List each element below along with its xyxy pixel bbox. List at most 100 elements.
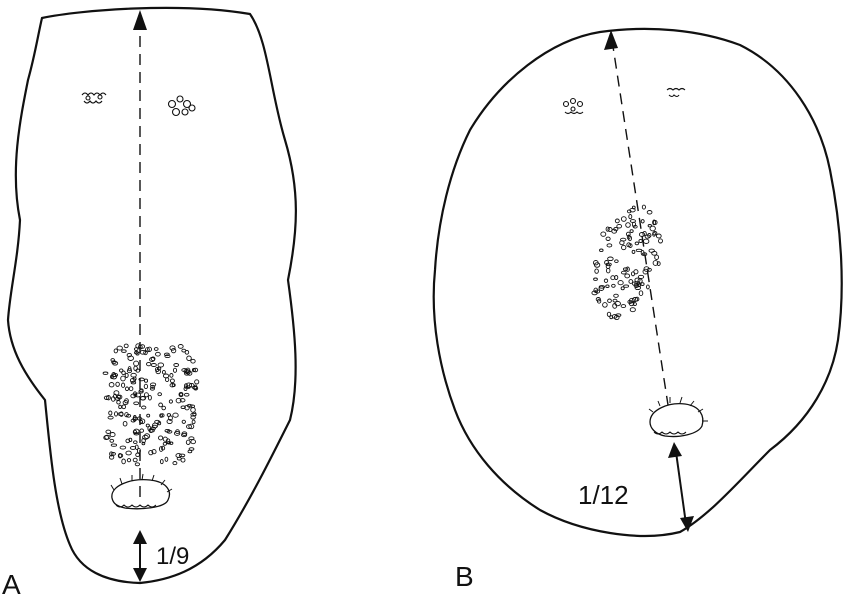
stipple-dot (165, 457, 168, 461)
stipple-dot (127, 459, 130, 462)
stipple-dot (603, 303, 608, 308)
ratio-label-b: 1/12 (578, 480, 629, 510)
stipple-dot (163, 374, 168, 378)
stipple-dot (170, 379, 174, 383)
stipple-dot (123, 421, 127, 426)
stipple-dot (133, 458, 137, 462)
stipple-dot (116, 382, 120, 386)
stipple-dot (647, 211, 652, 215)
stipple-dot (612, 284, 616, 287)
stipple-dot (621, 287, 624, 290)
stipple-dot (173, 413, 178, 417)
cluster-left-b (564, 99, 584, 114)
stipple-dot (124, 344, 128, 348)
stipple-dot (604, 279, 607, 282)
stipple-dot (649, 249, 654, 252)
stipple-dot (162, 370, 165, 374)
stipple-dot (639, 239, 642, 242)
stipple-dot (125, 373, 128, 377)
stipple-dot (644, 239, 649, 243)
stipple-dot (130, 446, 135, 449)
stipple-dot (606, 268, 610, 273)
stipple-dot (151, 364, 156, 367)
stipple-dot (608, 299, 612, 302)
stipple-dot (122, 459, 126, 464)
panel-label-b: B (455, 561, 474, 592)
oral-sucker-a (111, 474, 172, 509)
stipple-dot (632, 250, 635, 253)
stipple-dot (191, 408, 196, 413)
stipple-dot (615, 260, 619, 263)
stipple-dot (630, 230, 633, 233)
stipple-dot (148, 395, 151, 400)
stipple-dot (173, 462, 177, 465)
stipple-dot (606, 285, 609, 288)
stipple-dot (136, 453, 140, 457)
stipple-dot (656, 234, 661, 238)
stipple-dot (126, 451, 131, 455)
stipple-dot (143, 435, 149, 439)
stipple-dot (165, 378, 168, 382)
stipple-dot (617, 224, 622, 228)
stipple-dot (195, 380, 199, 384)
ratio-label-a: 1/9 (156, 543, 189, 570)
stipple-dot (140, 421, 143, 424)
stippled-patch-b (592, 205, 663, 320)
stipple-dot (625, 274, 630, 278)
stipple-dot (120, 369, 123, 372)
stipple-dot (109, 411, 112, 415)
stipple-dot (142, 406, 146, 409)
cluster-left-a (82, 93, 106, 103)
stipple-dot (160, 460, 163, 464)
stipple-dot (114, 349, 117, 353)
stipple-dot (117, 401, 121, 405)
stipple-dot (187, 356, 192, 361)
stipple-dot (110, 433, 115, 437)
stipple-dot (595, 269, 599, 273)
stipple-dot (191, 359, 195, 363)
stipple-dot (647, 285, 650, 289)
stipple-dot (120, 446, 126, 449)
panel-b: 1/12 B (434, 29, 842, 592)
stipple-dot (117, 346, 122, 350)
stipple-dot (621, 217, 626, 222)
stipple-dot (151, 385, 155, 388)
stipple-dot (159, 436, 163, 440)
stipple-dot (626, 223, 631, 228)
stipple-dot (639, 291, 643, 296)
stipple-dot (629, 215, 632, 219)
stipple-dot (621, 271, 626, 274)
stipple-dot (173, 368, 176, 372)
stipple-dot (178, 345, 183, 349)
stipple-dot (622, 245, 626, 249)
stipple-dot (184, 393, 189, 396)
stipple-dot (606, 237, 610, 240)
stipple-dot (632, 222, 635, 227)
stipple-dot (159, 403, 163, 407)
stipple-dot (191, 440, 196, 444)
stipple-dot (111, 444, 116, 446)
panel-a: 1/9 A (2, 8, 296, 596)
stipple-dot (109, 383, 114, 387)
stipple-dot (144, 384, 147, 388)
stipple-dot (158, 393, 162, 396)
stipple-dot (134, 441, 138, 444)
stipple-dot (154, 348, 158, 351)
stipple-dot (180, 393, 183, 396)
stipple-dot (182, 420, 185, 423)
stipple-dot (106, 430, 111, 433)
stipple-dot (144, 393, 148, 397)
stipple-dot (601, 232, 606, 236)
oral-sucker-b (649, 397, 708, 437)
stipple-dot (655, 255, 659, 260)
stipple-dot (624, 285, 629, 287)
stipple-dot (111, 359, 115, 362)
stipple-dot (103, 372, 108, 374)
stipple-dot (659, 239, 663, 243)
stipple-dot (158, 363, 164, 367)
stipple-dot (621, 305, 626, 308)
stipple-dot (169, 400, 172, 403)
stipple-dot (607, 312, 610, 316)
stipple-dot (131, 373, 136, 377)
